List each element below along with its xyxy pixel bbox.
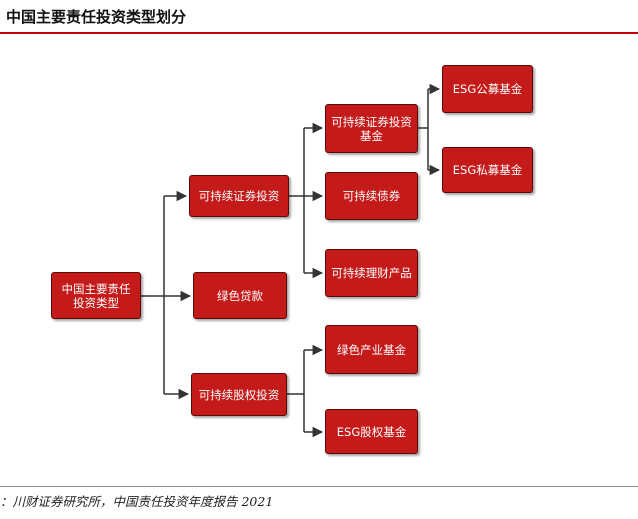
footer-divider — [0, 486, 638, 487]
leaf-securities-fund-label: 可持续证券投资基金 — [331, 114, 412, 143]
source-note: ：川财证券研究所，中国责任投资年度报告 2021 — [0, 494, 274, 509]
leaf-esg-equity-fund-node: ESG股权基金 — [325, 409, 418, 454]
branch-securities-label: 可持续证券投资 — [198, 189, 280, 203]
leaf-green-industry-fund-label: 绿色产业基金 — [337, 342, 406, 357]
leaf-wealth-products-node: 可持续理财产品 — [325, 249, 418, 297]
branch-equity-node: 可持续股权投资 — [191, 373, 287, 416]
title-divider — [0, 32, 638, 34]
root-node-label: 中国主要责任投资类型 — [61, 281, 131, 310]
root-node: 中国主要责任投资类型 — [51, 272, 141, 319]
leaf-esg-public-fund-node: ESG公募基金 — [442, 65, 533, 113]
leaf-bonds-label: 可持续债券 — [342, 189, 401, 203]
branch-securities-node: 可持续证券投资 — [189, 175, 289, 217]
leaf-bonds-node: 可持续债券 — [325, 172, 418, 220]
leaf-wealth-products-label: 可持续理财产品 — [331, 266, 412, 280]
leaf-green-industry-fund-node: 绿色产业基金 — [325, 325, 418, 374]
leaf-esg-private-fund-label: ESG私募基金 — [452, 163, 523, 177]
leaf-esg-public-fund-label: ESG公募基金 — [452, 82, 523, 96]
leaf-securities-fund-node: 可持续证券投资基金 — [325, 104, 418, 153]
branch-green-loan-label: 绿色贷款 — [217, 288, 263, 303]
page-title: 中国主要责任投资类型划分 — [6, 8, 187, 26]
branch-green-loan-node: 绿色贷款 — [193, 272, 287, 319]
branch-equity-label: 可持续股权投资 — [198, 387, 280, 402]
leaf-esg-equity-fund-label: ESG股权基金 — [336, 424, 407, 439]
leaf-esg-private-fund-node: ESG私募基金 — [442, 147, 533, 193]
